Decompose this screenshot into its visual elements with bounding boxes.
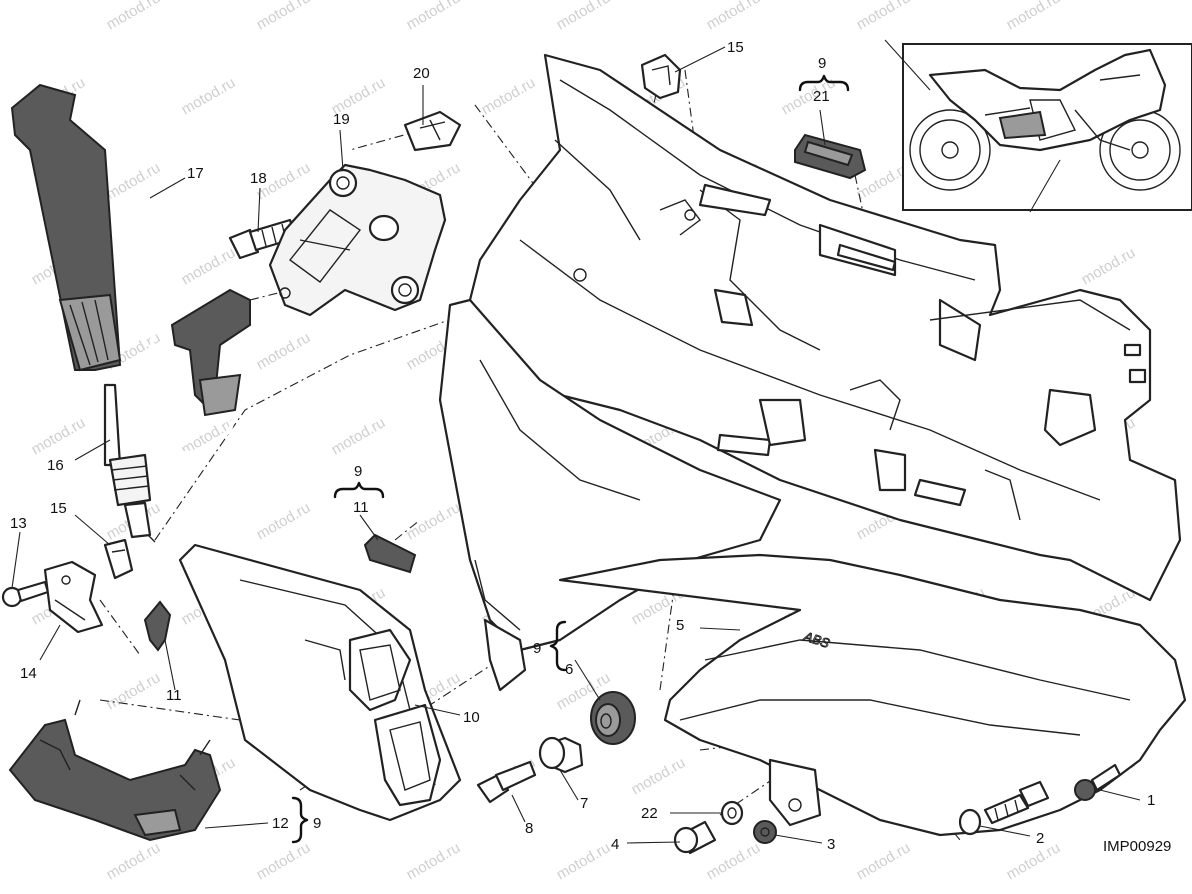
watermark-text: motod.ru <box>854 839 914 883</box>
ignition-coil <box>268 163 447 317</box>
bolt-1 <box>1074 763 1122 801</box>
motorcycle-inset <box>884 39 1192 213</box>
watermark-text: motod.ru <box>329 414 389 458</box>
callout-13: 13 <box>10 515 27 532</box>
callout-11-top: 11 <box>353 499 369 516</box>
callout-9-top: 9 <box>818 55 826 72</box>
watermark-text: motod.ru <box>554 0 614 33</box>
watermark-text: motod.ru <box>704 0 764 33</box>
rubber-pad-11-left <box>143 600 172 652</box>
washer-22 <box>720 800 744 826</box>
callout-11-left: 11 <box>166 687 182 704</box>
callout-14: 14 <box>20 665 37 682</box>
callout-15-top: 15 <box>727 39 744 56</box>
callout-8: 8 <box>525 820 533 837</box>
callout-9-right: 9 <box>533 640 541 657</box>
watermark-text: motod.ru <box>629 754 689 798</box>
watermark-text: motod.ru <box>254 839 314 883</box>
group-braces <box>291 74 850 844</box>
callout-17: 17 <box>187 165 204 182</box>
watermark-text: motod.ru <box>29 414 89 458</box>
screw-2 <box>958 780 1050 836</box>
callout-6: 6 <box>565 661 573 678</box>
callout-7: 7 <box>580 795 588 812</box>
nut-clip-20 <box>403 110 462 152</box>
callout-1: 1 <box>1147 792 1155 809</box>
callout-9-mid: 9 <box>354 463 362 480</box>
callout-5: 5 <box>676 617 684 634</box>
callout-22: 22 <box>641 805 658 822</box>
watermark-text: motod.ru <box>404 0 464 33</box>
leader-lines <box>11 46 1141 844</box>
bracket-14 <box>43 560 104 634</box>
callout-12: 12 <box>272 815 289 832</box>
tray-12 <box>8 699 222 842</box>
watermark-text: motod.ru <box>1004 0 1064 33</box>
watermark-text: motod.ru <box>404 839 464 883</box>
ecu-housing-10 <box>178 543 462 822</box>
callout-numbers: 1 2 3 4 5 6 7 8 9 9 9 9 10 11 11 12 13 1… <box>10 39 1171 855</box>
watermark-text: motod.ru <box>1079 244 1139 288</box>
screw-13 <box>1 580 50 608</box>
grommet-6 <box>590 691 636 745</box>
spacer-7 <box>538 736 584 774</box>
callout-10: 10 <box>463 709 480 726</box>
fairing-frame <box>468 53 1182 602</box>
bolt-8 <box>476 760 537 804</box>
callout-16: 16 <box>47 457 64 474</box>
callout-15-left: 15 <box>50 500 67 517</box>
grommet-3 <box>753 820 777 844</box>
watermark-text: motod.ru <box>254 329 314 373</box>
watermark-text: motod.ru <box>254 499 314 543</box>
callout-20: 20 <box>413 65 430 82</box>
callout-3: 3 <box>827 836 835 853</box>
spark-plug <box>103 383 156 543</box>
callout-2: 2 <box>1036 830 1044 847</box>
watermark-text: motod.ru <box>479 74 539 118</box>
spark-plug-lead <box>10 52 253 458</box>
watermark-text: motod.ru <box>104 669 164 713</box>
nut-clip-15-top <box>640 53 682 100</box>
rubber-pad-11-top <box>363 533 417 574</box>
watermark-text: motod.ru <box>854 0 914 33</box>
grommet-21 <box>794 133 867 180</box>
watermark-text: motod.ru <box>404 499 464 543</box>
watermark-text: motod.ru <box>104 0 164 33</box>
image-code: IMP00929 <box>1103 838 1171 855</box>
watermark-text: motod.ru <box>104 839 164 883</box>
abs-cover: ABS <box>558 553 1187 837</box>
watermark-text: motod.ru <box>179 244 239 288</box>
watermark-text: motod.ru <box>1004 839 1064 883</box>
watermark-text: motod.ru <box>704 839 764 883</box>
callout-4: 4 <box>611 836 619 853</box>
callout-19: 19 <box>333 111 350 128</box>
nut-clip-15-left <box>103 538 134 580</box>
watermark-text: motod.ru <box>554 839 614 883</box>
spacer-4 <box>673 820 717 855</box>
callout-18: 18 <box>250 170 267 187</box>
callout-9-bottom: 9 <box>313 815 321 832</box>
side-duct <box>438 298 782 692</box>
callout-21: 21 <box>813 88 830 105</box>
watermark-text: motod.ru <box>254 0 314 33</box>
